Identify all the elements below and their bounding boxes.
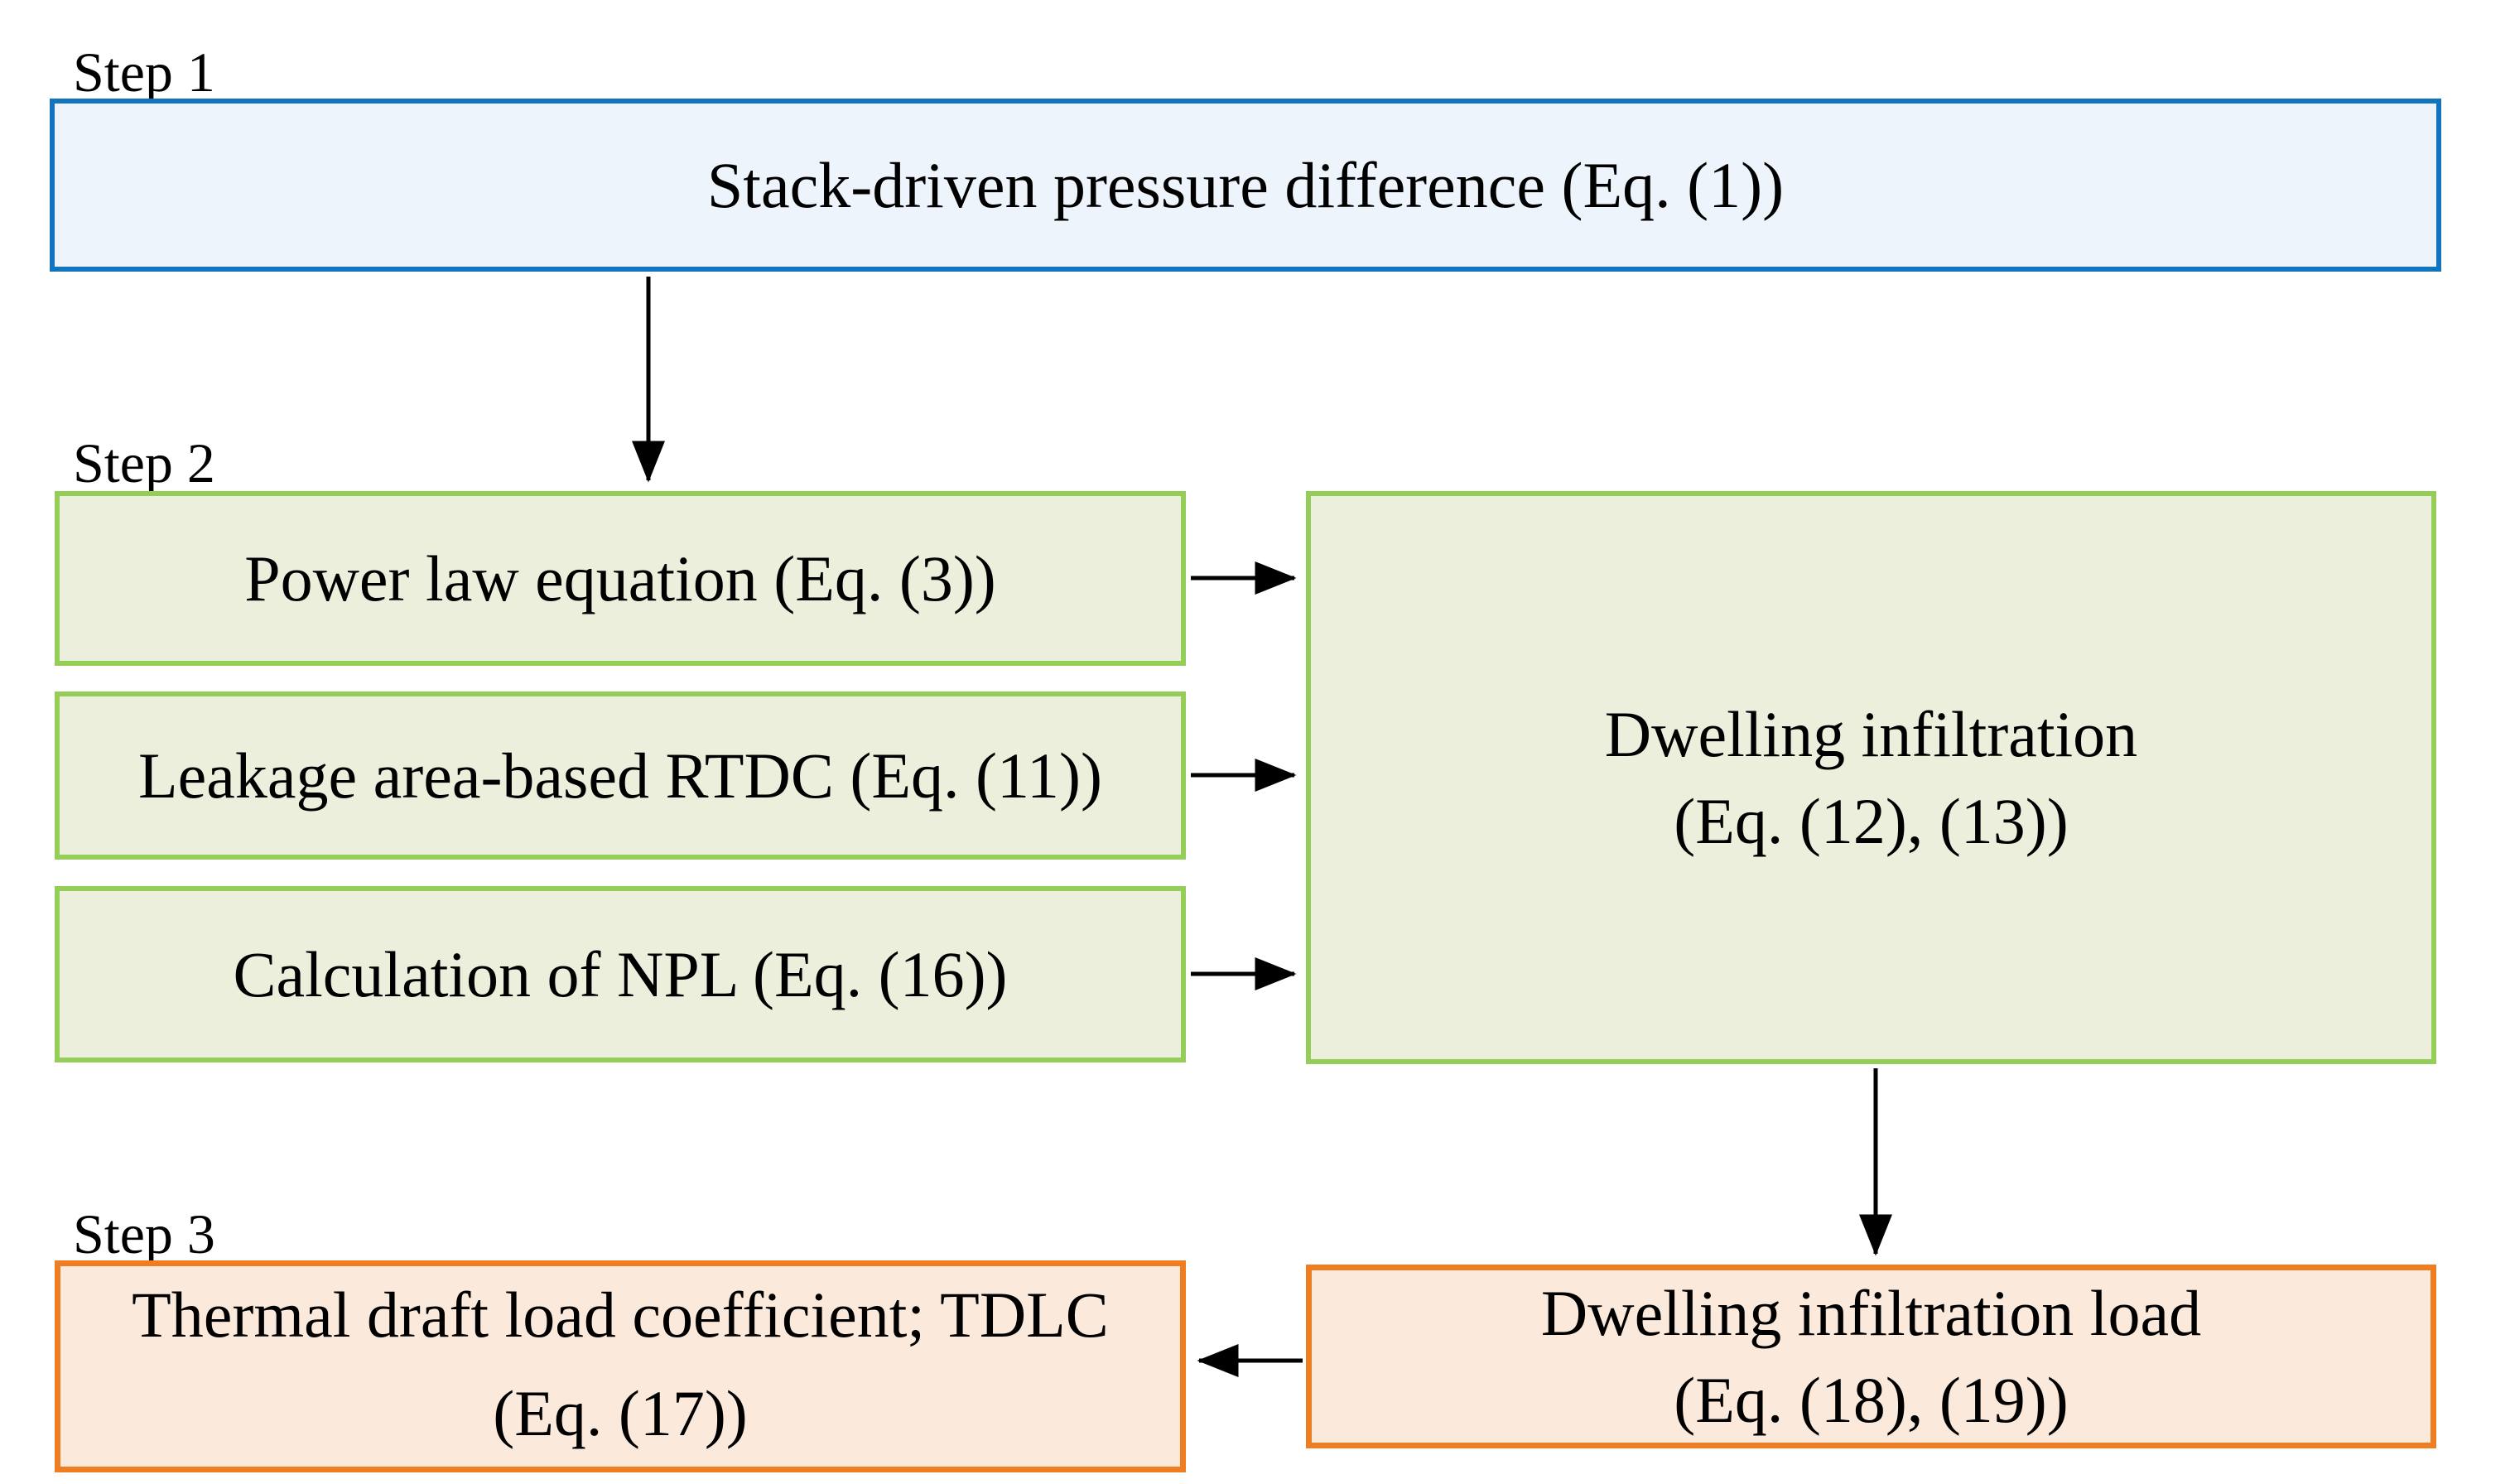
npl-box: Calculation of NPL (Eq. (16))	[55, 886, 1186, 1062]
leakage-rtdc-box: Leakage area-based RTDC (Eq. (11))	[55, 691, 1186, 860]
power-law-label: Power law equation (Eq. (3))	[244, 542, 996, 614]
dwelling-infiltration-box: Dwelling infiltration (Eq. (12), (13))	[1306, 491, 2436, 1064]
tdlc-box: Thermal draft load coefficient; TDLC (Eq…	[55, 1260, 1186, 1472]
stack-pressure-label: Stack-driven pressure difference (Eq. (1…	[706, 148, 1785, 221]
infiltration-load-label-line2: (Eq. (18), (19))	[1674, 1364, 2069, 1436]
tdlc-label-line1: Thermal draft load coefficient; TDLC	[132, 1279, 1109, 1351]
infiltration-load-box: Dwelling infiltration load (Eq. (18), (1…	[1306, 1265, 2436, 1448]
leakage-rtdc-label: Leakage area-based RTDC (Eq. (11))	[137, 739, 1103, 812]
npl-label: Calculation of NPL (Eq. (16))	[233, 937, 1008, 1010]
infiltration-load-label-line1: Dwelling infiltration load	[1540, 1276, 2202, 1349]
power-law-box: Power law equation (Eq. (3))	[55, 491, 1186, 666]
tdlc-label-line2: (Eq. (17))	[493, 1376, 748, 1449]
dwelling-infiltration-label-line2: (Eq. (12), (13))	[1674, 785, 2069, 857]
step-2-label: Step 2	[73, 431, 215, 494]
step-3-label: Step 3	[73, 1202, 215, 1265]
dwelling-infiltration-label-line1: Dwelling infiltration	[1604, 697, 2138, 770]
step-1-label: Step 1	[73, 41, 215, 104]
stack-pressure-box: Stack-driven pressure difference (Eq. (1…	[50, 99, 2441, 272]
